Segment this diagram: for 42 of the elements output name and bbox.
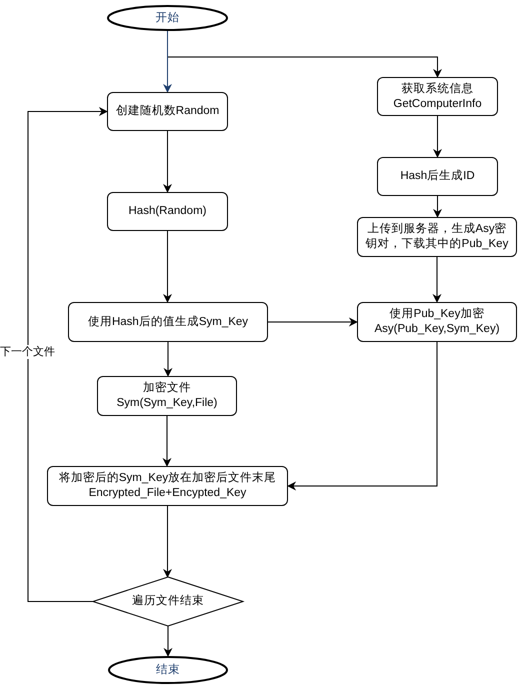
node-text: Encrypted_File+Encypted_Key [88,486,248,501]
process-box [97,376,237,416]
node-text: 将加密后的Sym_Key放在加密后文件末尾 [58,471,278,486]
terminal-ellipse [107,5,228,31]
process-box [107,92,228,131]
node-text: 结束 [155,662,181,678]
process-box [377,77,498,116]
arrow [268,318,358,326]
node-text: Asy(Pub_Key,Sym_Key) [373,322,501,337]
process-box [68,302,268,342]
node-text: 遍历文件结束 [131,594,205,609]
process-box [357,217,517,257]
arrow [28,107,108,602]
node-text: 使用Pub_Key加密 [388,307,486,322]
process-box [47,466,288,506]
node-text: GetComputerInfo [392,96,483,112]
decision-diamond [93,577,243,626]
arrow [162,416,172,467]
terminal-ellipse [108,656,228,684]
arrow [433,116,442,158]
node-text: 开始 [154,10,180,26]
node-text: 使用Hash后的值生成Sym_Key [86,314,250,330]
node-text: 创建随机数Random [114,104,220,119]
arrow [163,130,172,193]
arrow [433,196,442,218]
arrow [432,256,442,303]
arrow [163,230,172,303]
node-text: 加密文件 [142,381,192,396]
arrow [164,626,172,657]
process-box [107,192,228,231]
arrow [164,342,172,377]
process-box [357,302,517,342]
arrow [163,506,172,578]
arrow [163,30,172,93]
process-box [377,157,498,196]
arrow [287,342,438,490]
node-text: Hash(Random) [128,204,208,219]
node-text: 获取系统信息 [400,82,474,96]
node-text: Sym(Sym_Key,File) [116,396,218,411]
edge-label: 下一个文件 [0,345,55,359]
node-text: Hash后生成ID [399,169,476,184]
node-text: 上传到服务器，生成Asy密钥对，下载其中的Pub_Key [364,222,510,252]
